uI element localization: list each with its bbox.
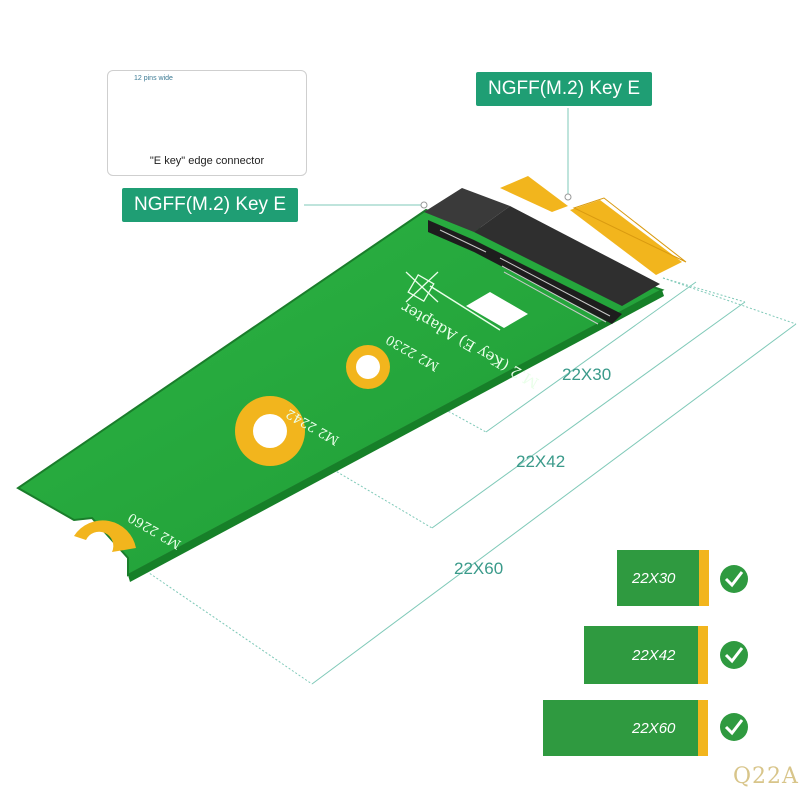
mounting-hole-2230 (346, 345, 390, 389)
dimension-line-22x30 (485, 281, 697, 433)
mounting-hole-2242 (235, 396, 305, 466)
dimension-label-22x30: 22X30 (562, 365, 612, 384)
dimension-line-22x42 (431, 301, 746, 529)
watermark: Q22A (733, 764, 799, 789)
connector-label-left: NGFF(M.2) Key E (122, 188, 299, 222)
check-icon (720, 565, 748, 593)
card-label-22x42: 22X42 (632, 647, 676, 664)
inset-pins-label: 12 pins wide (134, 75, 173, 82)
callout-dot-left (420, 201, 428, 209)
supported-card-22x30 (617, 550, 709, 606)
connector-label-top: NGFF(M.2) Key E (476, 72, 653, 106)
dimension-lines (129, 108, 797, 685)
card-edge-contacts (500, 176, 687, 275)
dimension-label-22x60: 22X60 (454, 559, 504, 578)
dimension-line-22x60 (311, 323, 797, 685)
callout-dot-top (564, 193, 572, 201)
inset-caption: "E key" edge connector (149, 155, 265, 167)
m2-socket (424, 188, 660, 325)
card-label-22x30: 22X30 (632, 570, 676, 587)
card-label-22x60: 22X60 (632, 720, 676, 737)
check-icon (720, 641, 748, 669)
recycle-bin-icon (405, 271, 439, 303)
board-silkscreen (405, 271, 528, 331)
dimension-label-22x42: 22X42 (516, 452, 566, 471)
supported-card-22x42 (584, 626, 708, 684)
inset-box: 12 pins wide "E key" edge connector (107, 70, 307, 176)
supported-card-22x60 (543, 700, 708, 756)
mounting-hole-2260 (74, 520, 136, 552)
check-icon (720, 713, 748, 741)
